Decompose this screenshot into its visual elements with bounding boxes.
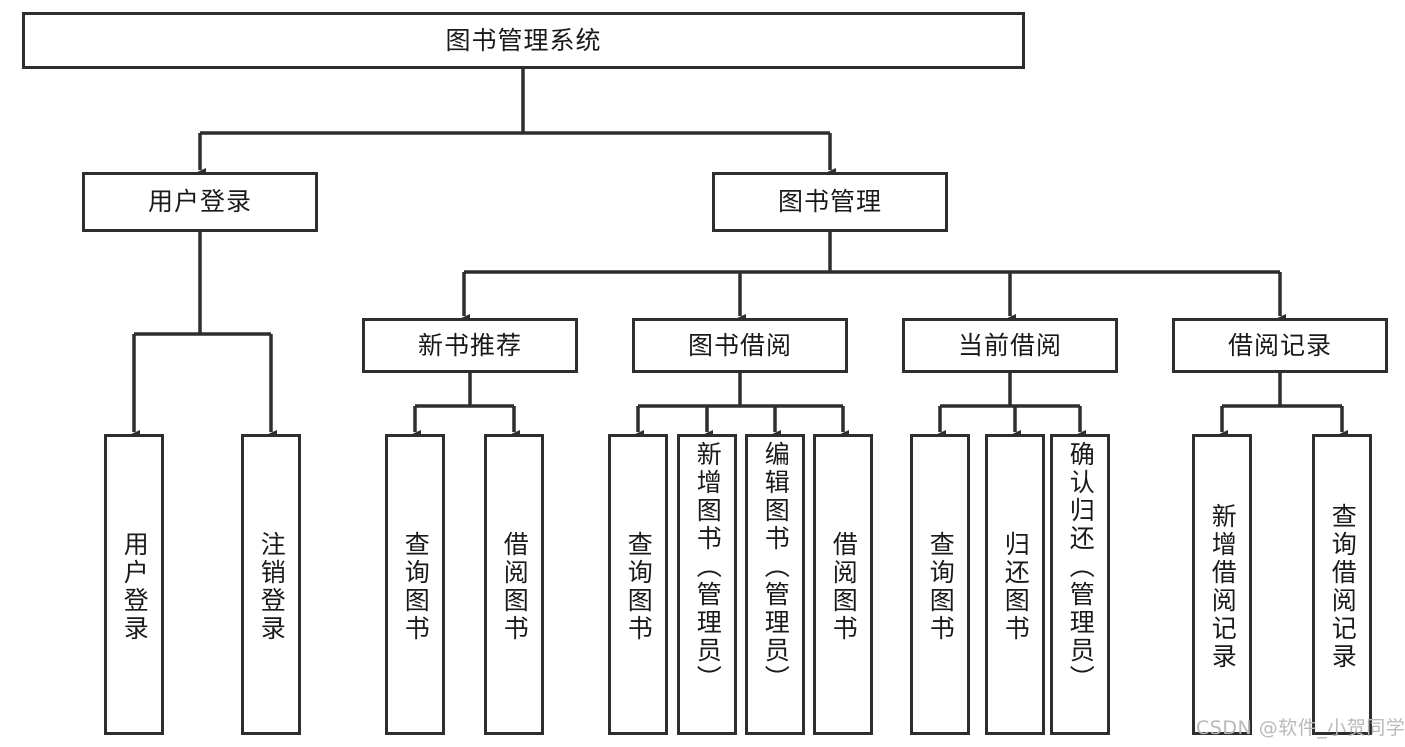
- node-label-leaf-query-book-current: 查询图书: [926, 530, 956, 643]
- node-label-leaf-edit-book-admin: 编辑图书（管理员）: [761, 441, 791, 693]
- node-leaf-edit-book-admin[interactable]: 编辑图书（管理员）: [745, 434, 805, 735]
- node-root[interactable]: 图书管理系统: [22, 12, 1025, 69]
- connector-lines: [128, 69, 1348, 441]
- node-leaf-borrow-book[interactable]: 借阅图书: [813, 434, 873, 735]
- node-label-leaf-borrow-book: 借阅图书: [829, 530, 859, 643]
- node-current-borrow[interactable]: 当前借阅: [902, 318, 1118, 373]
- node-user-login[interactable]: 用户登录: [82, 172, 318, 232]
- node-label-leaf-user-login: 用户登录: [120, 530, 150, 643]
- node-leaf-query-book-borrow[interactable]: 查询图书: [608, 434, 668, 735]
- node-label-leaf-query-book-recommend: 查询图书: [401, 530, 431, 643]
- node-label-root: 图书管理系统: [445, 25, 602, 55]
- node-leaf-query-book-recommend[interactable]: 查询图书: [385, 434, 445, 735]
- node-new-book-recommend[interactable]: 新书推荐: [362, 318, 578, 373]
- node-label-leaf-borrow-book-recommend: 借阅图书: [500, 530, 530, 643]
- node-leaf-add-borrow-record[interactable]: 新增借阅记录: [1192, 434, 1252, 735]
- node-leaf-confirm-return-admin[interactable]: 确认归还（管理员）: [1050, 434, 1110, 735]
- node-label-leaf-add-book-admin: 新增图书（管理员）: [693, 441, 723, 693]
- node-leaf-query-book-current[interactable]: 查询图书: [910, 434, 970, 735]
- node-label-new-book-recommend: 新书推荐: [417, 330, 522, 360]
- node-book-borrow[interactable]: 图书借阅: [632, 318, 848, 373]
- node-label-leaf-query-book-borrow: 查询图书: [624, 530, 654, 643]
- node-leaf-user-logout[interactable]: 注销登录: [241, 434, 301, 735]
- node-borrow-record[interactable]: 借阅记录: [1172, 318, 1388, 373]
- node-leaf-borrow-book-recommend[interactable]: 借阅图书: [484, 434, 544, 735]
- node-label-leaf-query-borrow-record: 查询借阅记录: [1328, 502, 1358, 671]
- node-label-book-management: 图书管理: [777, 187, 882, 217]
- node-label-borrow-record: 借阅记录: [1227, 330, 1332, 360]
- node-leaf-user-login[interactable]: 用户登录: [104, 434, 164, 735]
- csdn-watermark: CSDN @软件_小贺同学: [1196, 717, 1405, 739]
- node-leaf-add-book-admin[interactable]: 新增图书（管理员）: [677, 434, 737, 735]
- node-leaf-return-book[interactable]: 归还图书: [985, 434, 1045, 735]
- node-label-leaf-add-borrow-record: 新增借阅记录: [1208, 502, 1238, 671]
- node-label-leaf-return-book: 归还图书: [1001, 530, 1031, 643]
- node-label-leaf-confirm-return-admin: 确认归还（管理员）: [1066, 441, 1096, 693]
- node-leaf-query-borrow-record[interactable]: 查询借阅记录: [1312, 434, 1372, 735]
- node-label-current-borrow: 当前借阅: [957, 330, 1062, 360]
- node-label-leaf-user-logout: 注销登录: [257, 530, 287, 643]
- node-book-management[interactable]: 图书管理: [712, 172, 948, 232]
- node-label-book-borrow: 图书借阅: [687, 330, 792, 360]
- node-label-user-login: 用户登录: [147, 187, 252, 217]
